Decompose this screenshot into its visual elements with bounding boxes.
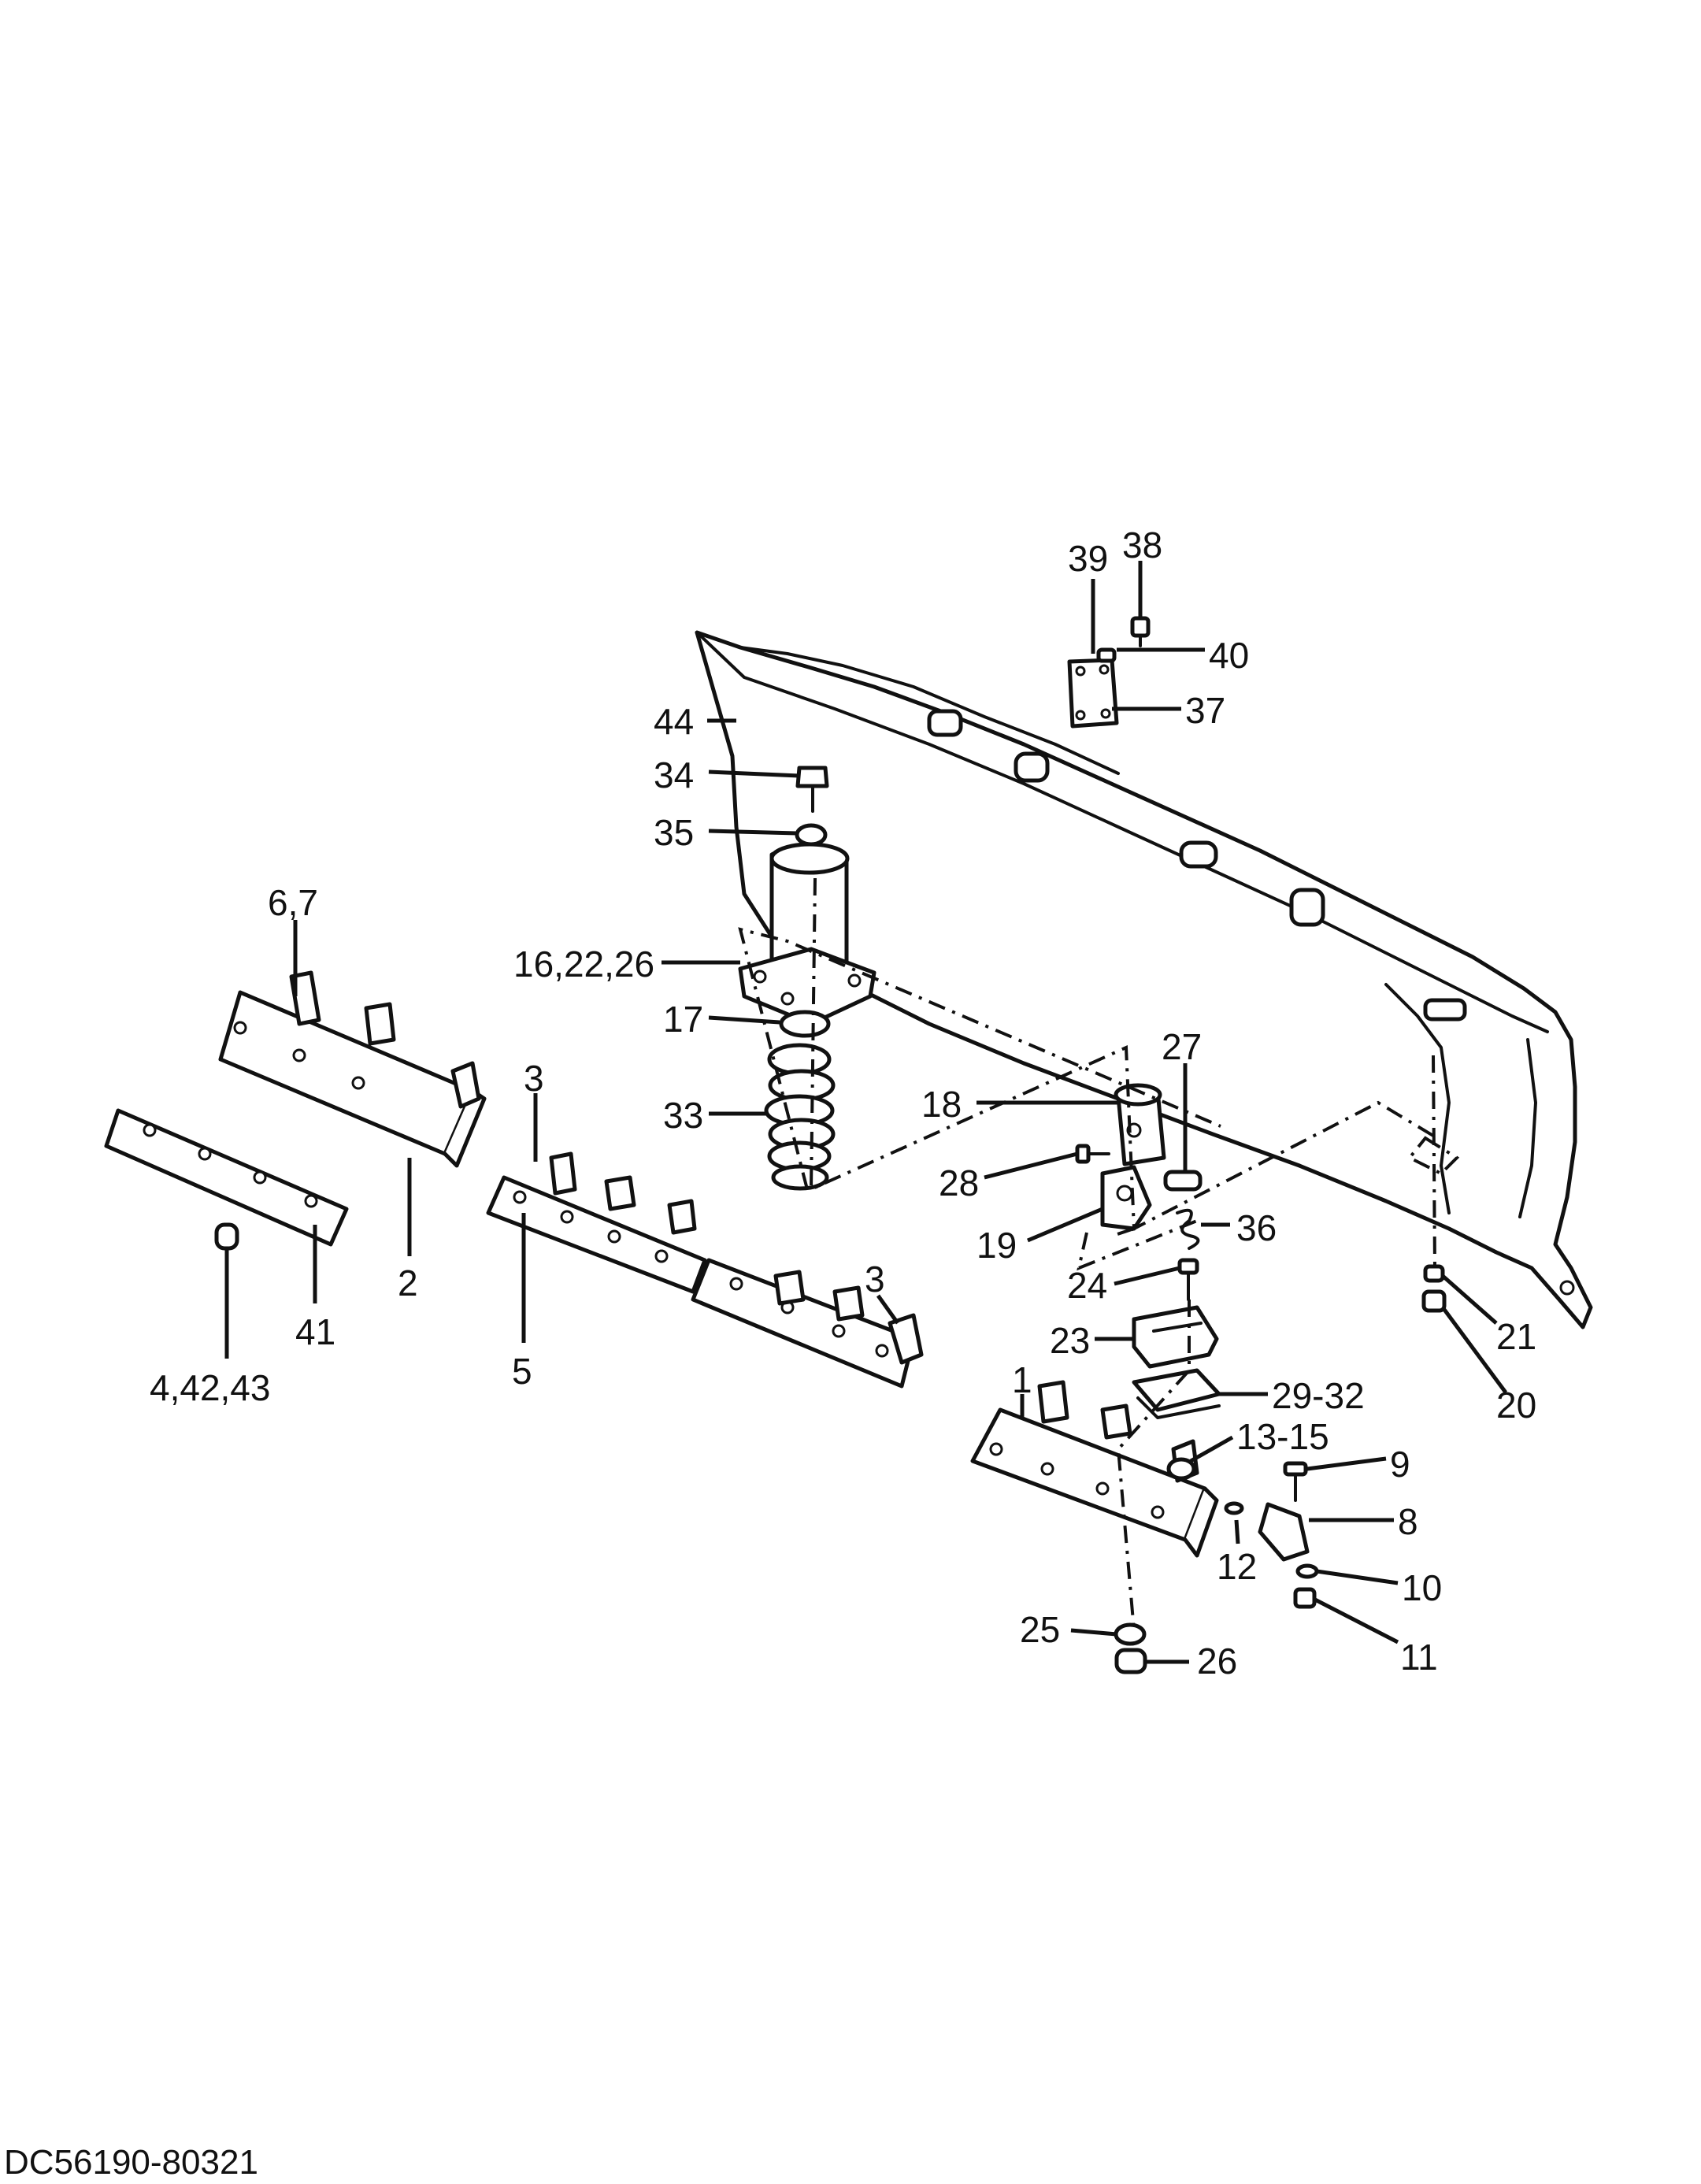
bolt-28 [1075, 1144, 1110, 1164]
callout-8: 8 [1398, 1501, 1418, 1542]
callout-3-left: 3 [524, 1058, 544, 1099]
callout-33: 33 [663, 1095, 703, 1136]
edge-5 [486, 1151, 707, 1294]
pin-8 [1258, 1502, 1310, 1562]
callout-41: 41 [295, 1311, 335, 1352]
spring-33 [764, 1043, 836, 1191]
callout-13-15: 13-15 [1236, 1416, 1329, 1457]
bolt-24 [1177, 1258, 1199, 1301]
mount-18 [1114, 1083, 1166, 1166]
pin-27 [1163, 1170, 1203, 1192]
callout-25: 25 [1020, 1609, 1060, 1650]
callout-39: 39 [1068, 538, 1108, 579]
callout-2: 2 [398, 1263, 418, 1303]
nut-13-15 [1166, 1457, 1196, 1481]
bracket-19 [1100, 1165, 1152, 1231]
callout-4-42-43: 4,42,43 [150, 1367, 270, 1408]
callout-24: 24 [1067, 1265, 1107, 1306]
callout-20: 20 [1496, 1385, 1536, 1426]
washer-25 [1114, 1622, 1147, 1646]
dozer-blade [695, 630, 1593, 1329]
callout-37: 37 [1185, 690, 1225, 731]
callout-17: 17 [663, 999, 703, 1040]
callout-28: 28 [939, 1162, 979, 1203]
cover-plate [1067, 658, 1119, 729]
callout-12: 12 [1217, 1546, 1257, 1587]
callout-34: 34 [654, 755, 694, 795]
callout-19: 19 [976, 1225, 1017, 1266]
cover-bolt [1096, 616, 1151, 663]
callouts: 38 39 40 37 44 34 35 6,7 16,22,26 17 27 … [150, 525, 1536, 1682]
bolt-34 [795, 766, 829, 813]
washer-35 [795, 823, 828, 847]
edge-41 [104, 1108, 349, 1247]
callout-16-22-26: 16,22,26 [513, 944, 654, 984]
callout-38: 38 [1122, 525, 1162, 565]
document-code: DC56190-80321 [4, 2143, 258, 2182]
callout-9: 9 [1390, 1444, 1410, 1485]
assembly-centerlines [738, 877, 1439, 1631]
callout-6-7: 6,7 [268, 882, 318, 923]
guide-2 [218, 970, 487, 1168]
callout-3-right: 3 [865, 1259, 885, 1300]
callout-5: 5 [512, 1351, 532, 1392]
callout-27: 27 [1162, 1026, 1202, 1067]
bolt-4 [214, 1222, 239, 1251]
block-23 [1132, 1305, 1219, 1369]
callout-18: 18 [921, 1084, 962, 1125]
callout-36: 36 [1236, 1207, 1277, 1248]
spring-17 [779, 1010, 831, 1038]
nut-11 [1293, 1587, 1317, 1609]
callout-35: 35 [654, 812, 694, 853]
bolt-9 [1283, 1461, 1308, 1502]
nut-20-21 [1421, 1264, 1447, 1313]
shims-29-32 [1132, 1368, 1221, 1419]
callout-23: 23 [1050, 1320, 1090, 1361]
callout-44: 44 [654, 701, 694, 742]
callout-40: 40 [1209, 635, 1249, 676]
washer-10 [1295, 1563, 1319, 1579]
nut-26 [1114, 1648, 1147, 1674]
leader-lines [224, 561, 1508, 1664]
spring-36 [1176, 1208, 1200, 1250]
callout-10: 10 [1402, 1567, 1442, 1608]
callout-1: 1 [1012, 1359, 1032, 1400]
callout-29-32: 29-32 [1272, 1375, 1365, 1416]
pin-12 [1224, 1501, 1244, 1515]
edge-3 [691, 1258, 924, 1389]
cylinder [738, 842, 876, 1026]
callout-21: 21 [1496, 1316, 1536, 1357]
callout-26: 26 [1197, 1641, 1237, 1682]
callout-11: 11 [1400, 1637, 1438, 1678]
